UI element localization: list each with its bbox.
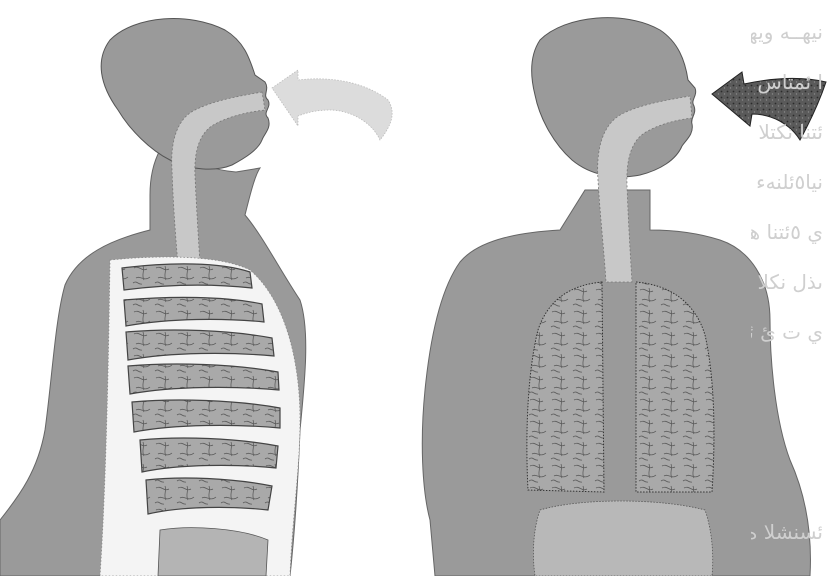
- left-figure: [0, 19, 392, 576]
- bleed-line: ي ت ئ ئئا: [751, 320, 823, 344]
- bleed-through-text: نيهــه ويهــه ا ئمتاس ئيبن ئتنا نكتلا ائ…: [751, 20, 831, 576]
- right-stomach: [533, 501, 712, 576]
- bleed-line: ئتنا نكتلا ائ: [751, 120, 823, 144]
- bleed-line: نيا٥ئلنهء ئ ئئ: [751, 170, 823, 194]
- left-abdomen: [158, 528, 268, 576]
- bleed-line: ئسنشلا ه٥٥: [751, 520, 823, 544]
- bleed-line: نيهــه ويهــه: [751, 20, 823, 44]
- bleed-line: ا ئمتاس ئيبن: [751, 70, 823, 94]
- bleed-line: ىذل نكلا: [758, 270, 824, 294]
- bleed-line: ي ٥ئتنا هب: [751, 220, 823, 244]
- clean-air-arrow-icon: [272, 70, 392, 140]
